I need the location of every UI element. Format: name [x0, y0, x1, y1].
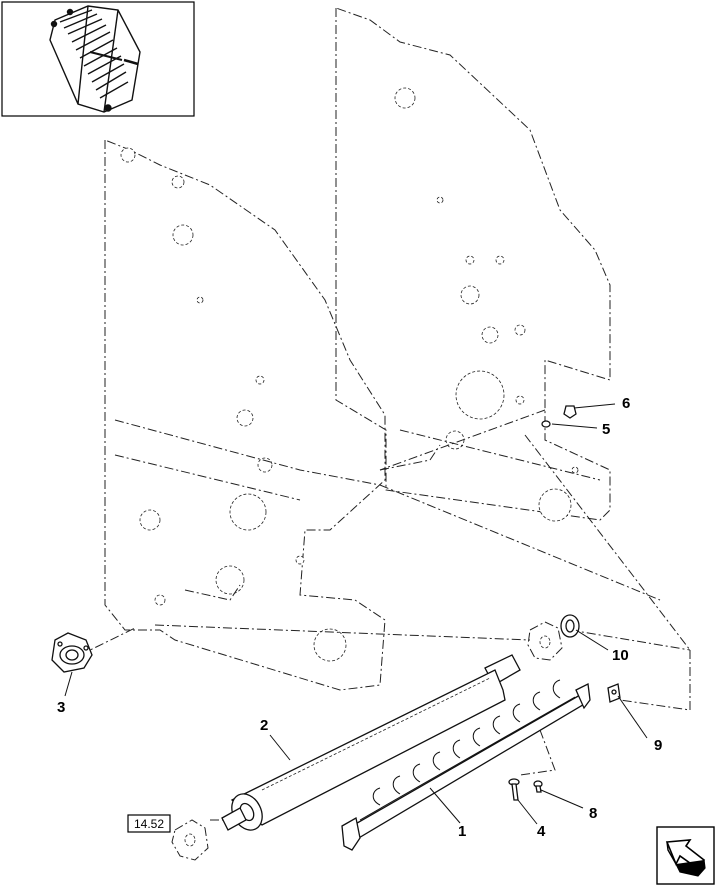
callout-1: 1	[458, 823, 466, 840]
reference-box[interactable]: 14.52	[127, 814, 171, 833]
washer-part-10[interactable]	[560, 614, 580, 638]
callout-6: 6	[622, 395, 630, 412]
callout-4: 4	[537, 823, 546, 840]
nut-part-5[interactable]	[541, 420, 551, 428]
bolt-part-4[interactable]	[508, 778, 520, 801]
right-side-panel	[335, 7, 611, 522]
baler-belt-assembly-thumbnail-icon	[49, 5, 141, 113]
left-bearing-flange	[171, 819, 209, 861]
bolt-part-8[interactable]	[533, 780, 543, 793]
next-page-arrow-icon[interactable]	[656, 826, 715, 885]
leader-lines	[64, 403, 648, 825]
callout-labels: 6 5 10 9 3 2 1 4 8	[57, 395, 662, 840]
clip-part-9[interactable]	[607, 683, 621, 703]
callout-8: 8	[589, 805, 597, 822]
roller-part-2[interactable]	[221, 654, 521, 835]
callout-10: 10	[612, 647, 629, 664]
bearing-flange-part-3[interactable]	[51, 632, 93, 673]
callout-3: 3	[57, 699, 65, 716]
callout-9: 9	[654, 737, 662, 754]
thumbnail-inset[interactable]	[1, 1, 195, 117]
left-side-panel	[104, 139, 386, 691]
reference-box-label: 14.52	[134, 817, 164, 831]
callout-2: 2	[260, 717, 268, 734]
callout-5: 5	[602, 421, 610, 438]
scraper-part-1[interactable]	[341, 679, 591, 851]
nut-part-6[interactable]	[563, 405, 577, 419]
right-bearing-flange	[527, 621, 563, 661]
